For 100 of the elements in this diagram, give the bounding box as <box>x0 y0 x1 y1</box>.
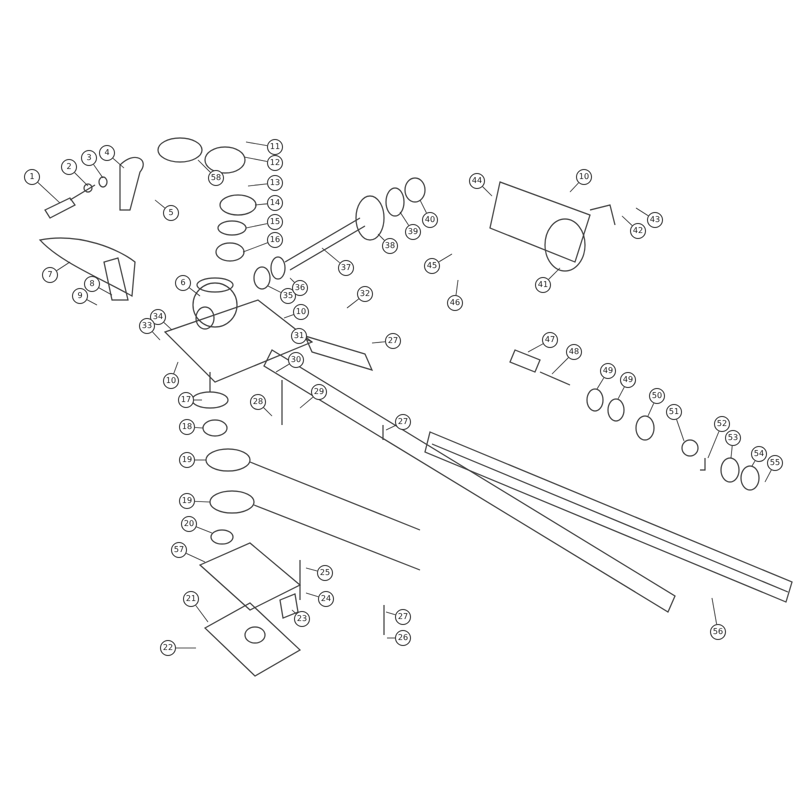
callout-number: 21 <box>183 591 199 607</box>
leader-line <box>708 431 720 458</box>
callout-number: 52 <box>714 416 730 432</box>
callout-number: 47 <box>542 332 558 348</box>
leader-line <box>248 183 268 186</box>
callout-number: 25 <box>317 565 333 581</box>
leader-line <box>93 164 104 178</box>
callout-number: 36 <box>292 280 308 296</box>
leader-line <box>154 200 166 208</box>
callout-number: 58 <box>208 170 224 186</box>
callout-number: 27 <box>395 414 411 430</box>
callout-number: 56 <box>710 624 726 640</box>
callout-number: 16 <box>267 232 283 248</box>
leader-line <box>306 592 319 598</box>
leader-line <box>528 343 544 352</box>
leader-line <box>254 203 268 206</box>
leader-line <box>752 460 756 466</box>
callout-number: 41 <box>535 277 551 293</box>
leader-line <box>712 598 717 625</box>
callout-number: 23 <box>294 611 310 627</box>
leader-line <box>195 605 208 622</box>
callout-number: 14 <box>267 195 283 211</box>
leader-line <box>292 610 296 614</box>
callout-number: 45 <box>424 258 440 274</box>
callout-number: 5 <box>163 205 179 221</box>
leader-line <box>194 427 204 428</box>
callout-number: 8 <box>84 276 100 292</box>
callout-number: 49 <box>600 363 616 379</box>
leader-line <box>570 182 579 192</box>
callout-number: 33 <box>139 318 155 334</box>
callout-number: 28 <box>250 394 266 410</box>
callout-number: 4 <box>99 145 115 161</box>
leader-line <box>482 186 492 196</box>
callout-number: 1 <box>24 169 40 185</box>
leader-line <box>322 248 340 264</box>
callout-number: 10 <box>293 304 309 320</box>
callout-number: 34 <box>150 309 166 325</box>
callout-number: 24 <box>318 591 334 607</box>
leader-line <box>438 254 452 262</box>
callout-number: 2 <box>61 159 77 175</box>
leader-line <box>596 377 604 390</box>
leader-line <box>764 470 772 482</box>
callout-number: 46 <box>447 295 463 311</box>
leader-line <box>372 341 386 344</box>
leader-line <box>74 172 88 186</box>
leader-line <box>188 287 200 296</box>
callout-number: 39 <box>405 224 421 240</box>
leader-line <box>163 322 172 330</box>
callout-number: 18 <box>179 419 195 435</box>
leader-line <box>244 156 268 162</box>
leader-line <box>552 357 569 374</box>
leader-line <box>378 234 385 241</box>
leader-line <box>56 262 70 272</box>
leader-line <box>242 242 268 252</box>
callout-number: 7 <box>42 267 58 283</box>
leader-line <box>98 287 112 296</box>
callout-number: 3 <box>81 150 97 166</box>
callout-number: 19 <box>179 452 195 468</box>
leader-line <box>456 280 458 296</box>
callout-number: 10 <box>576 169 592 185</box>
callout-number: 57 <box>171 542 187 558</box>
callout-number: 55 <box>767 455 783 471</box>
callout-number: 54 <box>751 446 767 462</box>
leader-line <box>306 338 312 342</box>
leader-line <box>648 402 654 416</box>
leader-line <box>618 386 625 400</box>
callout-number: 29 <box>311 384 327 400</box>
callout-number: 48 <box>566 344 582 360</box>
leader-line <box>246 142 268 146</box>
leader-line <box>306 568 318 572</box>
callout-number: 50 <box>649 388 665 404</box>
leader-line <box>246 223 268 228</box>
callout-number: 22 <box>160 640 176 656</box>
leader-line <box>676 419 684 442</box>
leader-line <box>198 160 211 173</box>
callout-number: 32 <box>357 286 373 302</box>
callout-number: 15 <box>267 214 283 230</box>
callout-number: 27 <box>385 333 401 349</box>
callout-number: 19 <box>179 493 195 509</box>
callout-number: 9 <box>72 288 88 304</box>
leader-line <box>263 407 272 416</box>
callout-number: 26 <box>395 630 411 646</box>
callout-number: 35 <box>280 288 296 304</box>
leader-line <box>276 364 290 372</box>
leader-line <box>290 278 295 283</box>
callout-number: 44 <box>469 173 485 189</box>
leader-line <box>636 208 649 216</box>
leader-line <box>400 212 410 226</box>
callout-number: 20 <box>181 516 197 532</box>
callout-number: 43 <box>647 212 663 228</box>
callout-number: 11 <box>267 139 283 155</box>
callout-number: 13 <box>267 175 283 191</box>
callout-number: 30 <box>288 352 304 368</box>
leader-line <box>548 268 560 280</box>
callout-number: 27 <box>395 609 411 625</box>
callout-number: 53 <box>725 430 741 446</box>
leader-line <box>112 158 124 168</box>
callout-number: 49 <box>620 372 636 388</box>
callout-number: 10 <box>163 373 179 389</box>
leader-line <box>268 286 282 293</box>
